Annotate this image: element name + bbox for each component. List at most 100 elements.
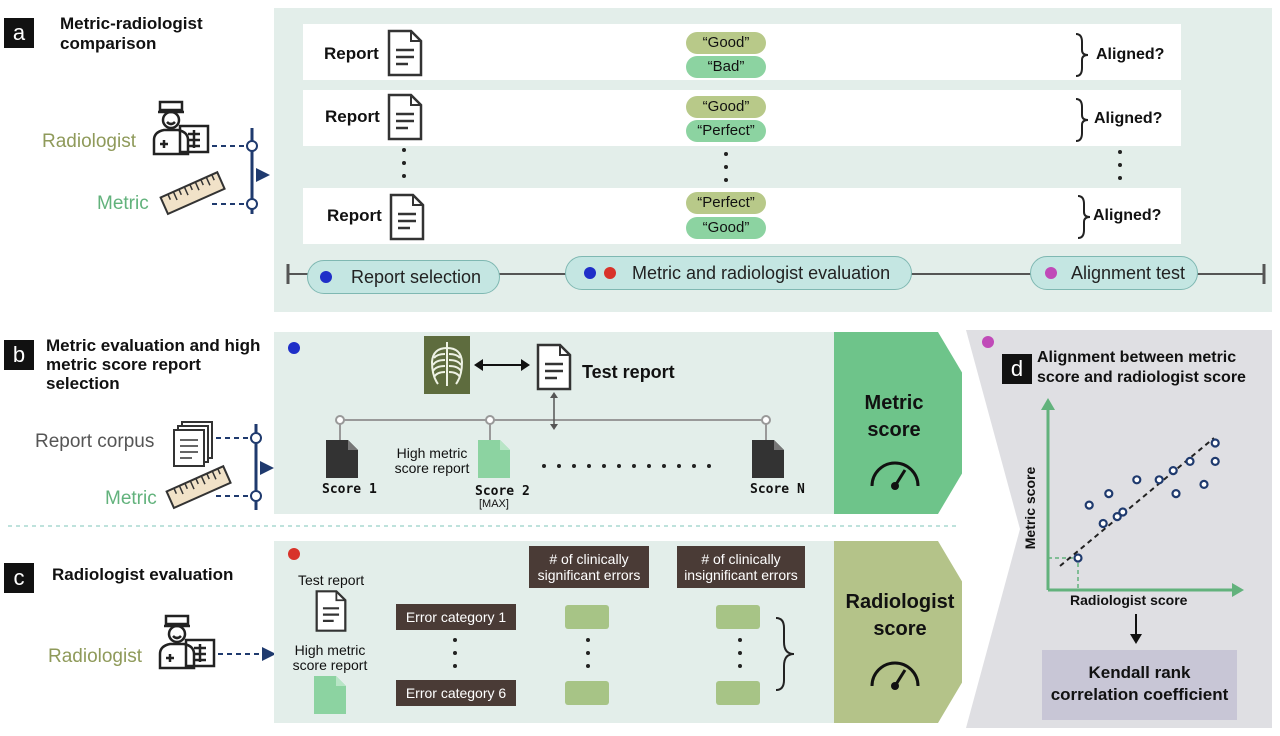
- test-report-label: Test report: [298, 572, 365, 588]
- report-corpus-label: Report corpus: [35, 431, 155, 452]
- row-3-aligned: Aligned?: [1093, 207, 1162, 224]
- row-1-metric-rating: “Bad”: [686, 56, 766, 78]
- evaluation-dot: [288, 548, 300, 560]
- vertical-ellipsis-icon: [738, 638, 742, 668]
- row-1-report-label: Report: [324, 44, 379, 63]
- evaluation-dot: [604, 267, 616, 279]
- score-2-max-note: [MAX]: [479, 498, 509, 510]
- scatter-plot: [1041, 398, 1244, 597]
- document-stack-icon: [173, 421, 213, 467]
- stage-label: Metric and radiologist evaluation: [632, 263, 891, 283]
- scatter-point: [1098, 518, 1108, 529]
- scatter-point: [1168, 465, 1178, 476]
- dark-document-icon: [326, 440, 358, 478]
- row-3-report-label: Report: [327, 206, 382, 225]
- row-2-aligned: Aligned?: [1094, 110, 1163, 127]
- scatter-point: [1210, 438, 1220, 448]
- alignment-dot: [1045, 267, 1057, 279]
- panel-a-title: Metric-radiologist comparison: [60, 14, 203, 54]
- radiologist-score-line2: score: [873, 618, 927, 640]
- panel-d-title-line1: Alignment between metric: [1037, 349, 1237, 366]
- panel-b-title-line2: metric score report: [46, 355, 201, 374]
- panel-d-chevron: [962, 330, 1020, 728]
- high-metric-line2: score report: [394, 460, 470, 476]
- tree-connector: [335, 392, 771, 440]
- high-metric-line2: score report: [292, 657, 368, 673]
- scatter-point: [1132, 475, 1142, 485]
- insignificant-errors-header: # of clinically insignificant errors: [677, 546, 805, 588]
- green-document-icon: [478, 440, 510, 478]
- brace-icon: [1075, 98, 1089, 142]
- stage-label: Alignment test: [1071, 263, 1186, 283]
- document-icon: [387, 29, 423, 77]
- scatter-point: [1185, 456, 1195, 467]
- high-metric-line1: High metric: [396, 445, 468, 461]
- row-2-radiologist-rating: “Good”: [686, 96, 766, 118]
- col2-line1: # of clinically: [701, 551, 781, 567]
- scatter-point: [1199, 479, 1209, 490]
- document-icon: [387, 93, 423, 141]
- metric-label: Metric: [105, 488, 157, 509]
- selection-dot: [584, 267, 596, 279]
- radiologist-score-label: Radiologist score: [838, 589, 962, 643]
- scatter-point: [1210, 456, 1220, 467]
- stage-alignment-test: Alignment test: [1030, 256, 1198, 290]
- document-icon: [389, 193, 425, 241]
- connector-a: [212, 128, 270, 214]
- gauge-icon: [870, 661, 920, 690]
- row-1-radiologist-rating: “Good”: [686, 32, 766, 54]
- count-slot: [716, 681, 760, 705]
- high-metric-score-report-label: High metric score report: [388, 446, 476, 476]
- scatter-point: [1154, 475, 1164, 485]
- count-slot: [565, 681, 609, 705]
- error-category-last: Error category 6: [396, 680, 516, 706]
- panel-a-letter: a: [4, 18, 34, 48]
- y-axis-label: Metric score: [1022, 466, 1038, 550]
- stage-evaluation: Metric and radiologist evaluation: [565, 256, 912, 290]
- selection-dot: [320, 271, 332, 283]
- panel-c-letter: c: [4, 563, 34, 593]
- col1-line2: significant errors: [537, 567, 641, 583]
- horizontal-ellipsis-icon: [542, 464, 711, 468]
- x-axis-label: Radiologist score: [1070, 592, 1188, 608]
- high-metric-score-report-label: High metric score report: [286, 643, 374, 673]
- panel-b-title: Metric evaluation and high metric score …: [46, 336, 260, 393]
- kendall-line2: correlation coefficient: [1050, 685, 1229, 704]
- radiologist-icon: [152, 100, 210, 156]
- alignment-dot: [982, 336, 994, 348]
- error-category-first: Error category 1: [396, 604, 516, 630]
- panel-a-title-line2: comparison: [60, 34, 157, 53]
- kendall-result-box: Kendall rank correlation coefficient: [1042, 650, 1237, 720]
- scatter-point: [1118, 507, 1128, 517]
- dark-document-icon: [752, 440, 784, 478]
- vertical-ellipsis-icon: [724, 152, 728, 182]
- vertical-ellipsis-icon: [402, 148, 406, 178]
- brace-icon: [1075, 33, 1089, 77]
- scatter-point: [1084, 500, 1094, 510]
- panel-b-title-line3: selection: [46, 374, 120, 393]
- ruler-icon: [165, 464, 232, 510]
- metric-score-arrow: [834, 332, 992, 514]
- double-arrow-icon: [474, 359, 530, 371]
- chest-xray-icon: [424, 336, 470, 394]
- radiologist-icon: [158, 614, 216, 670]
- score-1-label: Score 1: [322, 482, 377, 497]
- document-icon: [536, 343, 572, 391]
- section-divider: [8, 525, 958, 527]
- vertical-ellipsis-icon: [453, 638, 457, 668]
- stage-report-selection: Report selection: [307, 260, 500, 294]
- arrow-to-panel-c: [218, 647, 276, 661]
- ruler-icon: [159, 170, 226, 216]
- selection-dot: [288, 342, 300, 354]
- panel-d-title-line2: score and radiologist score: [1037, 369, 1246, 386]
- radiologist-score-line1: Radiologist: [845, 591, 955, 613]
- score-n-label: Score N: [750, 482, 805, 497]
- scatter-point: [1112, 511, 1122, 522]
- count-slot: [716, 605, 760, 629]
- brace-icon: [1077, 195, 1091, 239]
- document-icon: [315, 590, 347, 632]
- green-document-icon: [314, 676, 346, 714]
- scatter-point: [1073, 553, 1083, 563]
- panel-b-letter: b: [4, 340, 34, 370]
- panel-c-title: Radiologist evaluation: [52, 565, 234, 584]
